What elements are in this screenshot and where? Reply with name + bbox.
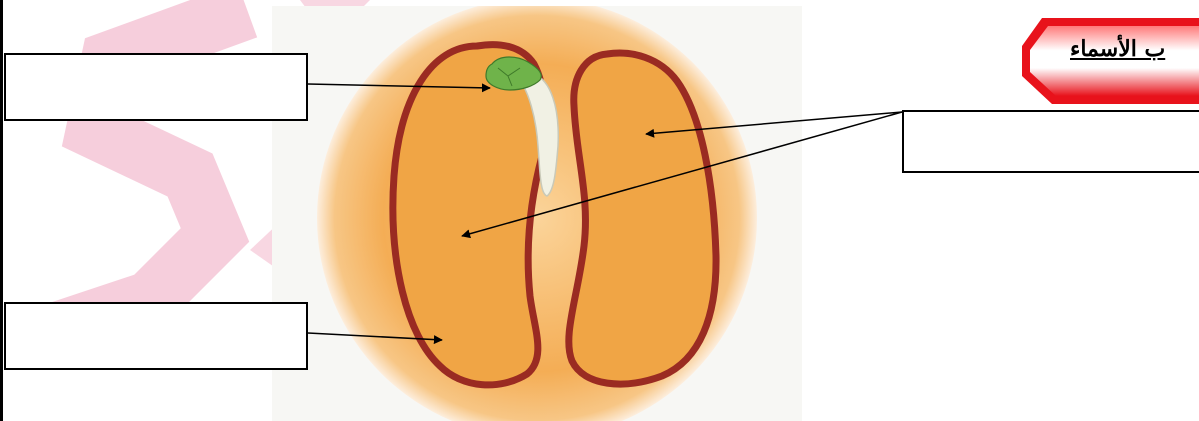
title-label: ب الأسماء xyxy=(1070,36,1165,62)
answer-box-seed-coat[interactable] xyxy=(4,302,308,370)
seed-diagram xyxy=(272,6,802,421)
answer-box-cotyledon[interactable] xyxy=(902,110,1199,173)
left-cotyledon xyxy=(393,45,545,385)
page-border-left xyxy=(0,0,3,421)
answer-box-embryo[interactable] xyxy=(4,53,308,121)
